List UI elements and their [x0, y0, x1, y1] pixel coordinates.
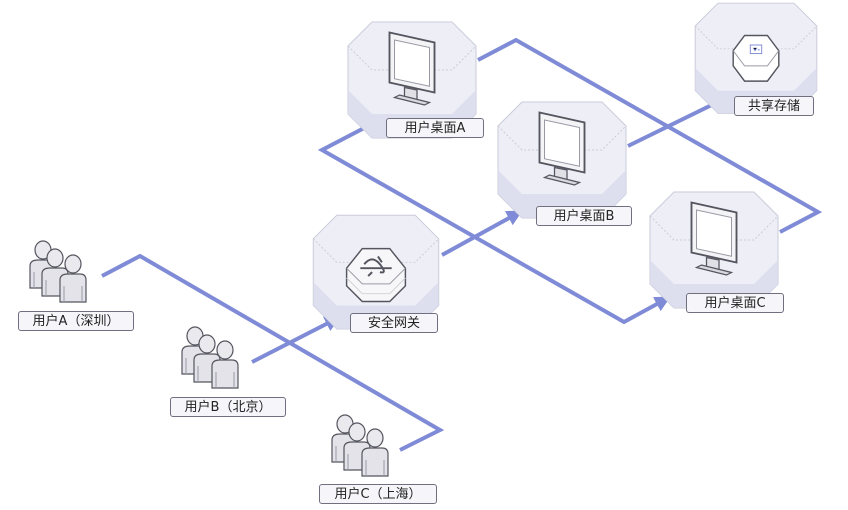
users-group-icon[interactable] — [331, 414, 389, 477]
user-b-label: 用户B（北京） — [170, 397, 286, 417]
link-gateway-to-desktop-b — [441, 210, 523, 257]
user-c-label: 用户C（上海） — [319, 484, 437, 504]
desktop-c-label: 用户桌面C — [686, 293, 784, 313]
desktop-c-node[interactable] — [649, 191, 779, 309]
gateway-node[interactable] — [312, 214, 440, 330]
users-group-icon[interactable] — [29, 240, 87, 303]
desktop-b-node[interactable] — [497, 101, 627, 219]
storage-node[interactable] — [694, 2, 818, 114]
link-user-b-to-gateway — [251, 316, 341, 364]
user-a-label: 用户A（深圳） — [18, 311, 134, 331]
desktop-a-label: 用户桌面A — [386, 118, 484, 138]
storage-label: 共享存储 — [734, 96, 814, 116]
gateway-label: 安全网关 — [350, 313, 438, 333]
desktop-b-label: 用户桌面B — [536, 206, 632, 226]
gateway-router-icon — [345, 247, 407, 303]
storage-device-icon — [732, 34, 780, 82]
links — [101, 37, 823, 452]
users-group-icon[interactable] — [181, 326, 239, 389]
link-desktop-a-to-desktop-c — [317, 124, 671, 325]
